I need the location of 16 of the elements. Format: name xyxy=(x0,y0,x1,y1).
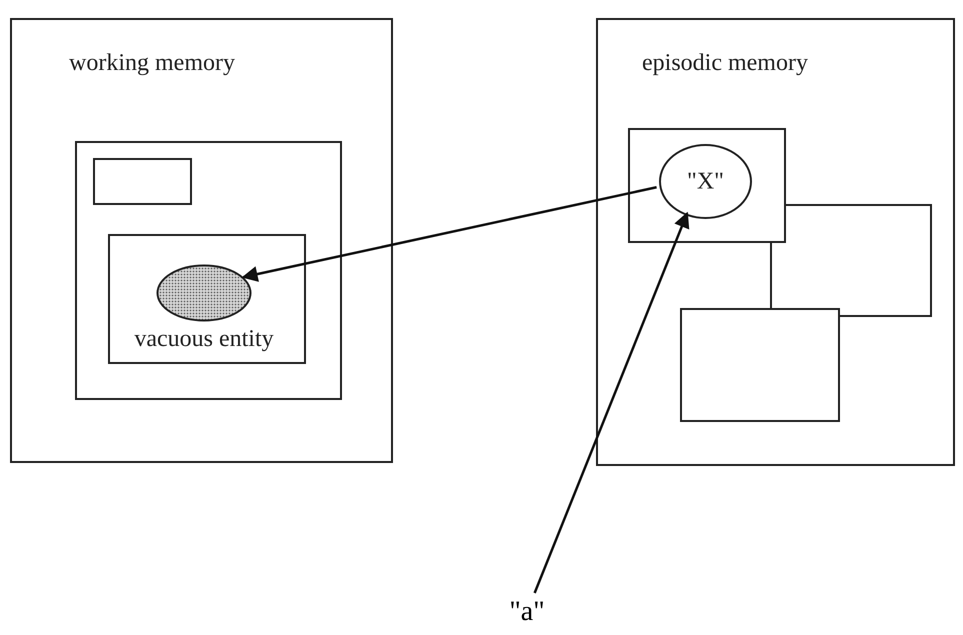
panel-title: episodic memory xyxy=(642,50,808,77)
memory-panel xyxy=(596,18,955,466)
empty-box xyxy=(75,141,342,400)
arrow xyxy=(533,212,690,594)
dotted-ellipse xyxy=(156,264,252,322)
memory-panel xyxy=(10,18,393,463)
panel-title: working memory xyxy=(69,50,235,77)
empty-box xyxy=(628,128,786,243)
empty-box xyxy=(93,158,192,205)
empty-box xyxy=(680,308,840,422)
entity-label: vacuous entity xyxy=(134,326,274,353)
empty-box xyxy=(108,234,306,364)
quote-label: "X" xyxy=(687,168,724,195)
empty-box xyxy=(770,204,932,317)
quote-label: "a" xyxy=(497,593,557,631)
arrow xyxy=(242,186,657,282)
